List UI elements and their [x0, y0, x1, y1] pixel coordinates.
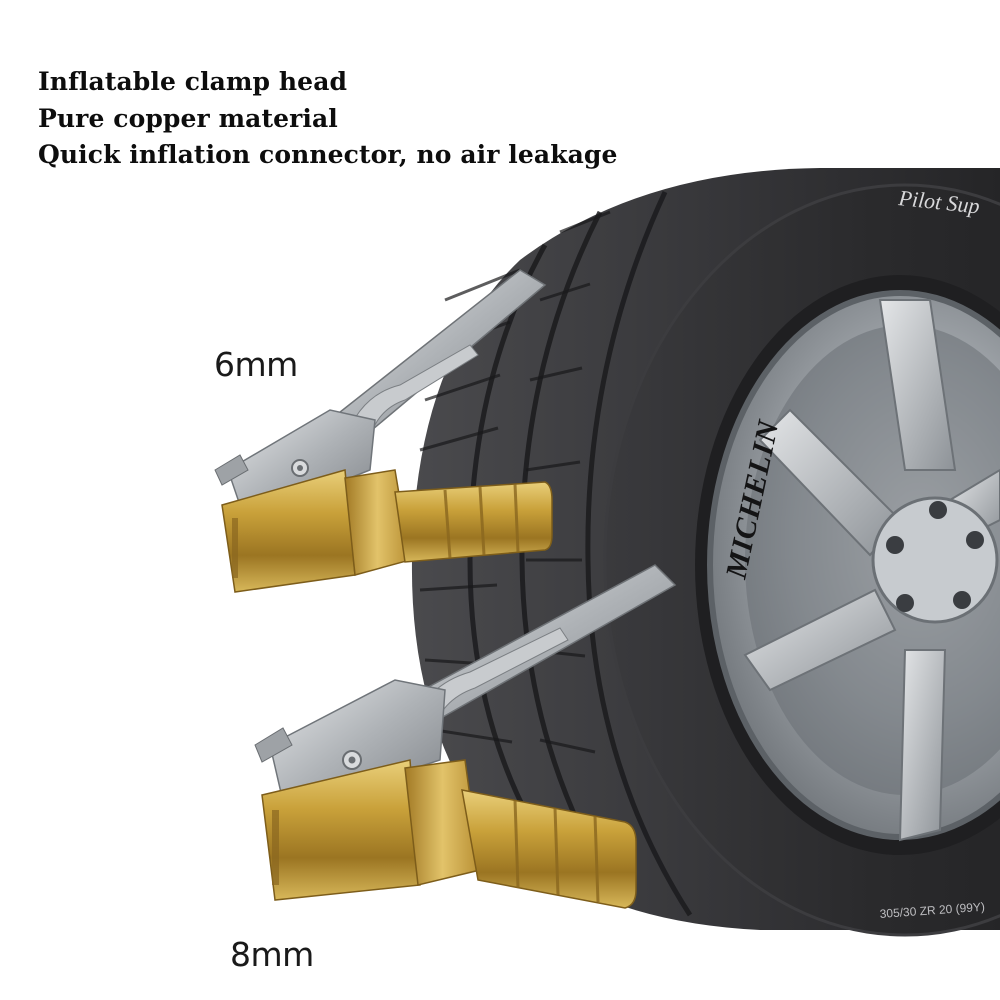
- tire: MICHELIN Pilot Sup 305/30 ZR 20 (99Y): [411, 168, 1000, 937]
- clamp-head-6mm: [214, 269, 553, 593]
- size-label-6mm: 6mm: [214, 345, 298, 384]
- feature-line-connector: Quick inflation connector, no air leakag…: [38, 140, 618, 169]
- feature-line-material: Pure copper material: [38, 103, 338, 133]
- clamp-head-8mm: [254, 564, 677, 909]
- size-label-8mm: 8mm: [230, 935, 314, 974]
- feature-list: Inflatable clamp head Pure copper materi…: [38, 64, 658, 174]
- feature-line-clamp-head: Inflatable clamp head: [38, 67, 348, 96]
